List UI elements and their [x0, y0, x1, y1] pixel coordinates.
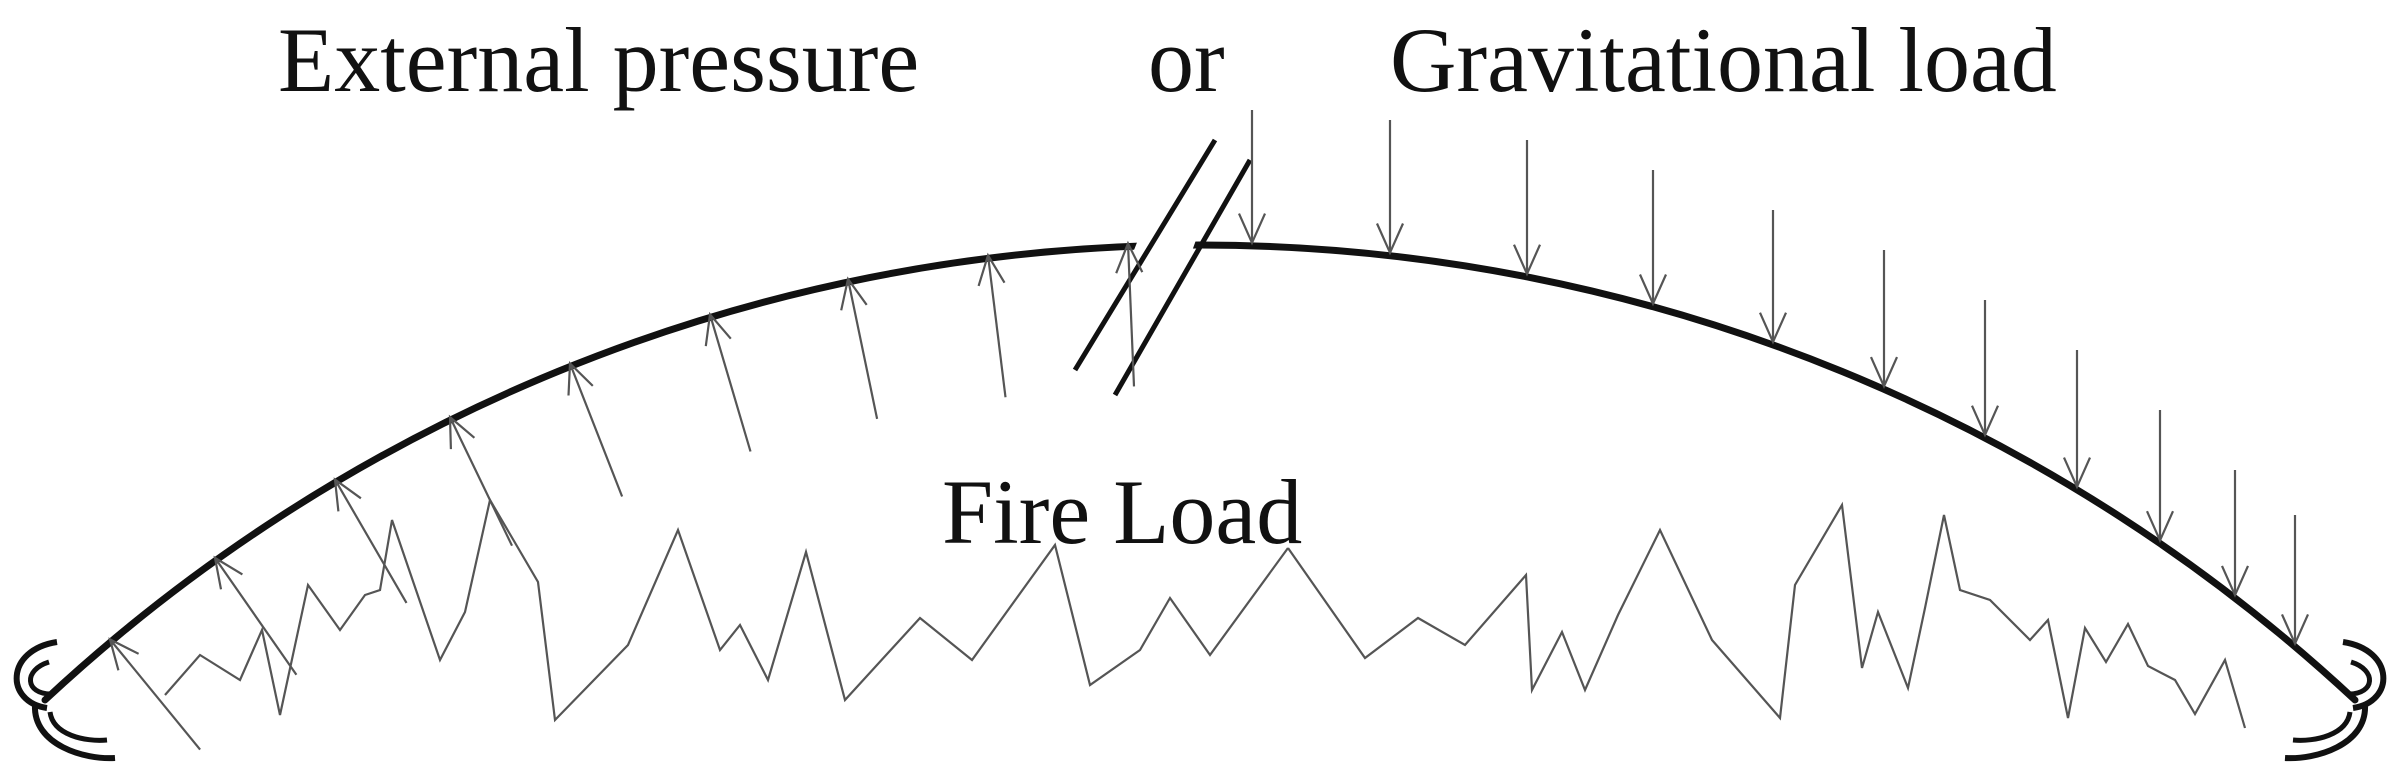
gravitational-load-label: Gravitational load [1390, 9, 2057, 111]
arrow-head [213, 555, 243, 590]
break-symbol [1072, 138, 1253, 397]
arrow-head [2280, 613, 2310, 647]
arrow-shaft [986, 255, 1007, 398]
support-base-inner [2292, 711, 2353, 743]
gravity-arrow [1512, 140, 1542, 277]
arrow-head [2062, 457, 2092, 490]
arrow-head [2220, 565, 2250, 598]
arrow-shaft [449, 416, 513, 547]
arrow-head [448, 414, 476, 450]
gravity-arrow [1638, 170, 1668, 307]
arrow-head [977, 252, 1006, 287]
fire-load-flames [164, 497, 2247, 729]
pressure-arrow [333, 477, 408, 604]
fire-flame-right [1287, 501, 2247, 729]
pressure-arrow [1115, 240, 1144, 387]
gravity-arrow [1758, 210, 1788, 345]
arch-supports [13, 639, 2387, 762]
arrow-shaft [568, 363, 624, 497]
arrow-shaft [846, 278, 879, 420]
pressure-arrow [977, 252, 1007, 398]
left-support [13, 639, 116, 762]
gravity-arrow [2145, 410, 2175, 544]
arrow-shaft [214, 557, 298, 676]
arrow-shaft [334, 479, 408, 604]
break-slash-left [1072, 138, 1218, 372]
arrow-head [1638, 274, 1668, 307]
support-base-inner [47, 711, 108, 743]
arrow-head [1869, 356, 1899, 390]
external-pressure-label: External pressure [278, 9, 920, 111]
support-base-outer [2284, 704, 2369, 762]
gravitational-load-arrows [1237, 110, 2310, 647]
arrow-shaft [1126, 243, 1136, 387]
support-hook-outer [13, 639, 58, 711]
or-label: or [1148, 9, 1225, 111]
pressure-arrow [108, 637, 201, 751]
pressure-arrow [448, 414, 513, 547]
arrow-head [840, 276, 868, 311]
arrow-head [2145, 510, 2175, 544]
arrow-head [1237, 213, 1267, 246]
arrow-shaft [109, 638, 201, 751]
arrow-head [1512, 244, 1542, 277]
gravity-arrow [1237, 110, 1267, 246]
pressure-arrow [840, 276, 879, 420]
arrow-shaft [708, 314, 752, 452]
support-hook-inner [2348, 659, 2372, 697]
gravity-arrow [1970, 300, 2000, 438]
pressure-arrow [213, 555, 298, 676]
gravity-arrow [2062, 350, 2092, 490]
arrow-head [1970, 405, 2000, 438]
gravity-arrow [1375, 120, 1405, 256]
arrow-head [333, 477, 362, 512]
pressure-arrow [704, 311, 752, 452]
support-hook-inner [28, 659, 52, 697]
gravity-arrow [1869, 250, 1899, 390]
support-base-outer [31, 704, 116, 762]
arrow-head [704, 311, 732, 347]
support-hook-outer [2342, 639, 2387, 711]
arrow-head [567, 360, 594, 396]
arrow-head [108, 637, 140, 671]
pressure-arrow [567, 360, 624, 497]
break-slash-right [1112, 158, 1253, 397]
fire-load-label: Fire Load [942, 461, 1303, 563]
gravity-arrow [2220, 470, 2250, 598]
arrow-head [1375, 223, 1405, 256]
gravity-arrow [2280, 515, 2310, 647]
arrow-head [1115, 240, 1144, 274]
fire-flame-left [164, 497, 1289, 723]
external-pressure-arrows [108, 240, 1144, 751]
right-support [2284, 639, 2387, 762]
arrow-head [1758, 312, 1788, 345]
